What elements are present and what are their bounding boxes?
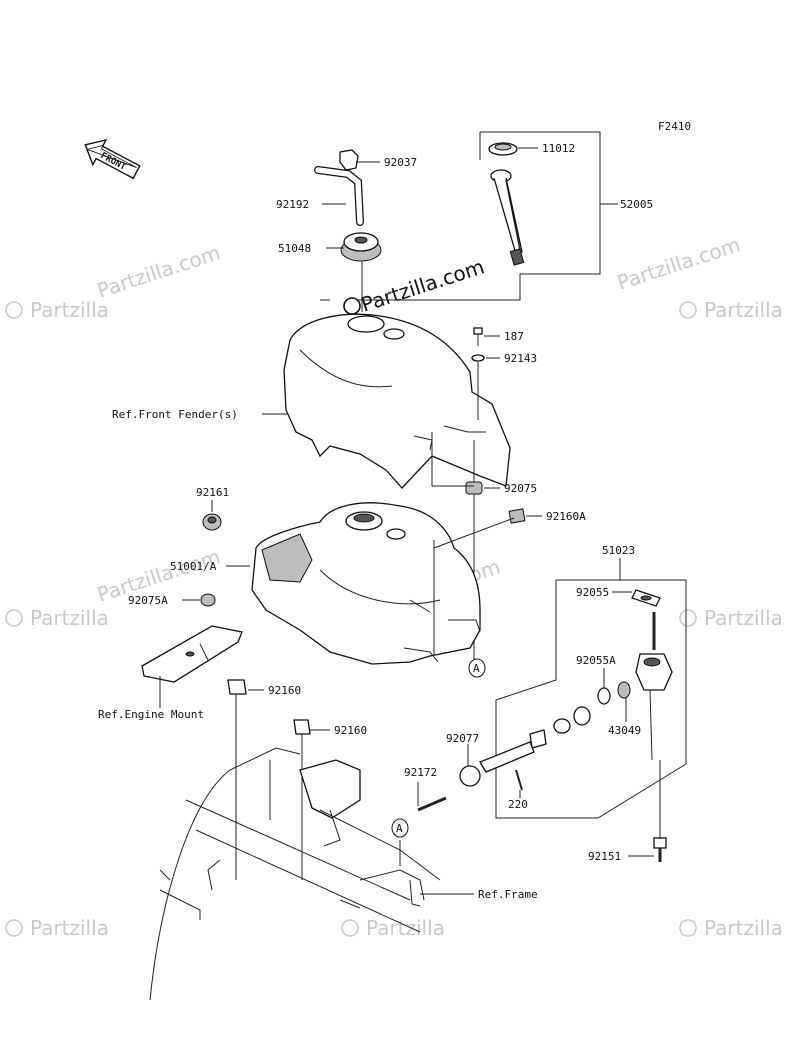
- watermark-mid-right: Partzilla: [679, 606, 783, 630]
- watermark-text: Partzilla: [704, 298, 783, 322]
- fuel-cock-box: [495, 579, 687, 819]
- collar-92143: [471, 354, 485, 420]
- fuel-cock-body: [635, 612, 673, 761]
- fuel-gauge: [490, 169, 525, 266]
- label-92055A: 92055A: [576, 654, 616, 667]
- watermark-diagonal-left: Partzilla.com: [94, 240, 223, 302]
- label-51001A: 51001/A: [170, 560, 217, 573]
- gasket-92055: [631, 589, 661, 607]
- watermark-top-left: Partzilla: [5, 298, 109, 322]
- ref-front-fender-label: Ref.Front Fender(s): [112, 408, 238, 421]
- fuel-cap: [340, 232, 382, 262]
- watermark-text-dark: Partzilla.com: [358, 254, 487, 316]
- label-51048: 51048: [278, 242, 311, 255]
- watermark-text: Partzilla: [30, 298, 109, 322]
- labels: 92037 92192 51048 11012 52005 187 92143 …: [98, 142, 654, 901]
- label-43049: 43049: [608, 724, 641, 737]
- label-92151: 92151: [588, 850, 621, 863]
- watermark-text: Partzilla: [366, 916, 445, 940]
- screw-220: [515, 769, 523, 791]
- label-92160-lower: 92160: [334, 724, 367, 737]
- label-52005: 52005: [620, 198, 653, 211]
- gauge-grommet: [488, 142, 518, 156]
- label-51023: 51023: [602, 544, 635, 557]
- bolt-187: [473, 327, 483, 346]
- engine-mount-bracket: [141, 625, 243, 700]
- front-fender: [283, 299, 511, 489]
- watermark-text: Partzilla: [704, 606, 783, 630]
- label-220: 220: [508, 798, 528, 811]
- gauge-box: [356, 131, 601, 301]
- label-92037: 92037: [384, 156, 417, 169]
- rubber-clip-92160-upper: [227, 679, 247, 880]
- watermark-text: Partzilla: [704, 916, 783, 940]
- callout-a-label: A: [473, 662, 480, 675]
- diagram-code: F2410: [658, 120, 691, 133]
- watermark-bottom-center: Partzilla: [341, 916, 445, 940]
- label-92077: 92077: [446, 732, 479, 745]
- bolt-92172: [417, 796, 447, 812]
- callout-a-label: A: [396, 822, 403, 835]
- rubber-92160A: [508, 508, 526, 524]
- label-92160A: 92160A: [546, 510, 586, 523]
- callout-a-frame: A: [391, 818, 409, 838]
- rubber-clip-92160-lower: [293, 719, 311, 880]
- label-92160-upper: 92160: [268, 684, 301, 697]
- front-arrow-icon: FRONT: [84, 138, 141, 180]
- grommet-92161: [202, 513, 222, 531]
- watermark-diagonal-right: Partzilla.com: [614, 232, 743, 294]
- watermark-bottom-left: Partzilla: [5, 916, 109, 940]
- label-92055: 92055: [576, 586, 609, 599]
- label-92172: 92172: [404, 766, 437, 779]
- label-92161: 92161: [196, 486, 229, 499]
- watermark-bottom-right: Partzilla: [679, 916, 783, 940]
- fuel-tank: [251, 502, 481, 665]
- callout-a-tank: A: [468, 658, 486, 678]
- label-92143: 92143: [504, 352, 537, 365]
- label-92192: 92192: [276, 198, 309, 211]
- watermark-text: Partzilla: [30, 606, 109, 630]
- watermark-center-top: Partzilla.com: [343, 254, 487, 317]
- grommet-92075A: [200, 593, 216, 607]
- o-ring-92055A: [597, 687, 611, 705]
- watermark-top-right: Partzilla: [679, 298, 783, 322]
- frame: [149, 747, 441, 1001]
- ref-frame-label: Ref.Frame: [478, 888, 538, 901]
- ref-engine-mount-label: Ref.Engine Mount: [98, 708, 204, 721]
- label-11012: 11012: [542, 142, 575, 155]
- watermark-mid-left: Partzilla: [5, 606, 109, 630]
- filter-43049: [617, 681, 631, 699]
- label-92075: 92075: [504, 482, 537, 495]
- label-92075A: 92075A: [128, 594, 168, 607]
- lever-parts: [459, 706, 591, 787]
- hose-clip: [339, 149, 359, 171]
- breather-hose: [314, 166, 364, 226]
- label-187: 187: [504, 330, 524, 343]
- bolt-92151: [653, 760, 667, 862]
- watermark-text: Partzilla: [30, 916, 109, 940]
